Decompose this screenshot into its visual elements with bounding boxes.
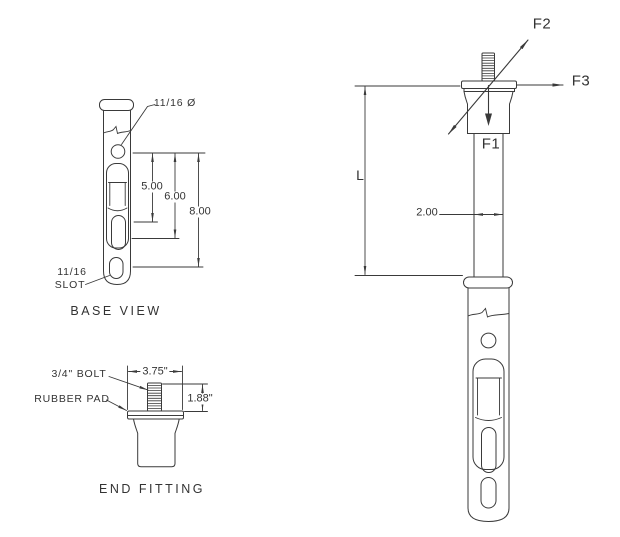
main-slot — [107, 164, 129, 249]
pad-leader-line — [107, 400, 127, 411]
mounting-hole — [111, 145, 125, 159]
end-fitting-title: END FITTING — [99, 481, 205, 496]
length-dim-label: L — [356, 167, 364, 183]
tube-body — [104, 111, 131, 285]
hole-leader-line — [122, 105, 156, 145]
base-view-drawing — [100, 100, 134, 285]
assembly-upper-tube — [474, 134, 503, 278]
dim-8-label: 8.00 — [187, 205, 213, 218]
base-view-dimensions — [86, 105, 206, 285]
assembly-rubber-pad — [464, 89, 515, 92]
force-f2-arrow — [449, 40, 529, 134]
force-f1-label: F1 — [481, 135, 501, 153]
force-f1-arrowhead — [485, 113, 492, 126]
bolt-body — [148, 383, 162, 411]
assembly-break-mark — [468, 309, 509, 318]
hole-diameter-label: 11/16 Ø — [153, 96, 197, 109]
fitting-cup — [134, 419, 180, 467]
bottom-slot — [110, 258, 124, 279]
assembly-lower-tube — [468, 288, 509, 522]
bolt-leader-line — [109, 377, 148, 391]
tube-break-mark — [104, 127, 131, 134]
force-arrows — [449, 40, 564, 134]
assembly-main-slot — [473, 359, 504, 470]
slot-label-line1: 11/16 — [57, 265, 87, 278]
end-fitting-drawing — [128, 383, 184, 467]
dim-5-label: 5.00 — [139, 180, 165, 193]
pad-label: RUBBER PAD — [34, 392, 110, 405]
slot-inner-detail — [108, 183, 127, 211]
bolt-label: 3/4" BOLT — [51, 367, 107, 380]
tube-width-dim-label: 2.00 — [414, 206, 440, 219]
assembly-dimensions — [355, 86, 503, 276]
assembly-collar — [464, 277, 513, 288]
assembly-slot-inner-oval — [482, 428, 497, 473]
dim-6-label: 6.00 — [162, 190, 188, 203]
slot-inner-oval — [112, 216, 126, 250]
fitting-plate — [128, 411, 184, 419]
assembly-bottom-slot — [481, 478, 496, 509]
assembly-bolt-body — [482, 53, 495, 81]
slot-label-line2: SLOT — [54, 278, 86, 291]
width-dim-label: 3.75" — [140, 365, 170, 378]
bolt-threads — [148, 386, 161, 409]
base-view-title: BASE VIEW — [70, 303, 162, 318]
height-dim-label: 1.88" — [185, 392, 215, 405]
force-f3-label: F3 — [571, 72, 591, 90]
force-f2-label: F2 — [532, 15, 552, 33]
tube-top-cap — [100, 100, 134, 111]
assembly-slot-inner-detail — [476, 378, 502, 421]
slot-leader-line — [86, 276, 110, 285]
assembly-bolt-threads — [482, 56, 494, 79]
assembly-mounting-hole — [481, 333, 496, 348]
